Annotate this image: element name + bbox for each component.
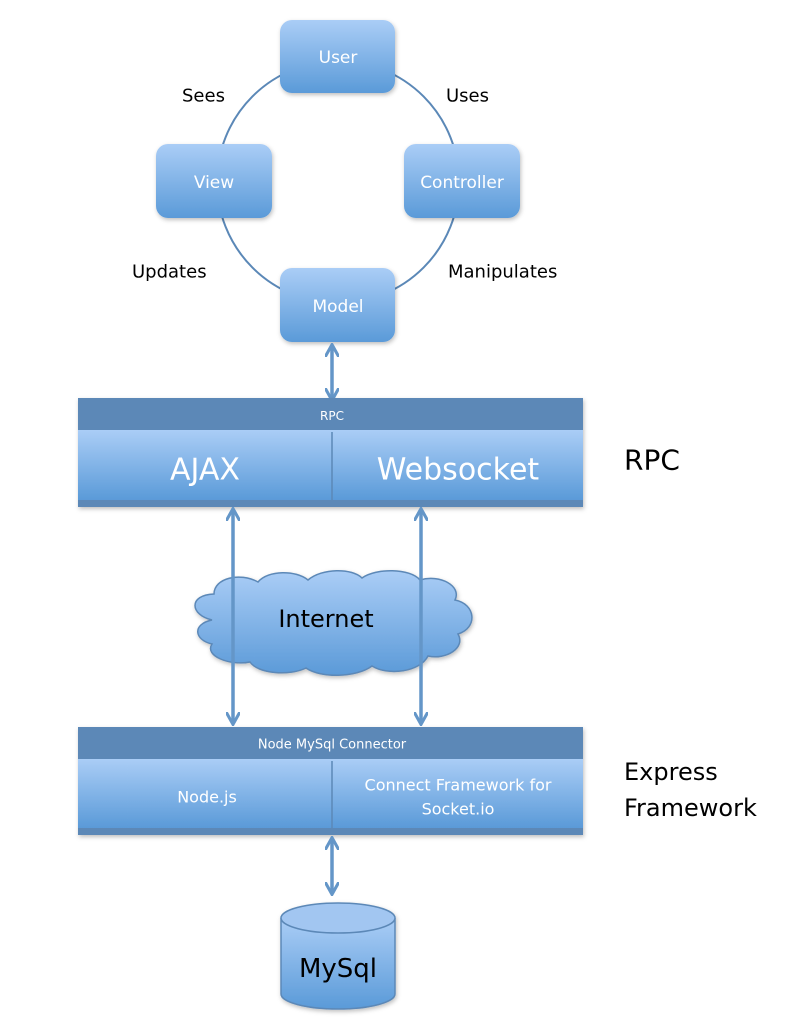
edge-label-uses: Uses — [446, 86, 489, 107]
view-node-label: View — [194, 173, 234, 193]
user-node-label: User — [319, 48, 358, 68]
rpc-side-label: RPC — [624, 444, 680, 477]
express-side-label-line2: Framework — [624, 794, 757, 822]
edge-label-sees: Sees — [182, 86, 225, 107]
nodejs-cell[interactable]: Node.js — [177, 788, 237, 807]
model-node-label: Model — [312, 297, 363, 317]
express-side-label-line1: Express — [624, 758, 718, 786]
connect-framework-label-line2: Socket.io — [422, 800, 495, 819]
nodejs-label: Node.js — [177, 788, 237, 807]
mysql-database[interactable] — [280, 902, 396, 1010]
controller-node-label: Controller — [420, 173, 504, 193]
controller-node[interactable]: Controller — [404, 144, 520, 218]
model-node[interactable]: Model — [280, 268, 395, 342]
rpc-header-label: RPC — [320, 409, 344, 423]
connect-framework-cell[interactable]: Connect Framework for Socket.io — [365, 776, 552, 819]
ajax-cell[interactable]: AJAX — [170, 453, 240, 488]
view-node[interactable]: View — [156, 144, 272, 218]
internet-cloud[interactable]: Internet — [194, 570, 473, 676]
edge-label-updates: Updates — [132, 262, 207, 283]
mysql-label: MySql — [299, 954, 377, 984]
edge-label-manipulates: Manipulates — [448, 262, 557, 283]
user-node[interactable]: User — [280, 20, 395, 93]
websocket-cell[interactable]: Websocket — [377, 453, 540, 488]
websocket-label: Websocket — [377, 453, 540, 488]
internet-label: Internet — [278, 605, 373, 633]
server-layer-block — [78, 727, 583, 835]
ajax-label: AJAX — [170, 453, 240, 488]
connector-header-label: Node MySql Connector — [258, 738, 407, 753]
rpc-layer-block — [78, 398, 583, 507]
connect-framework-label-line1: Connect Framework for — [365, 776, 552, 795]
